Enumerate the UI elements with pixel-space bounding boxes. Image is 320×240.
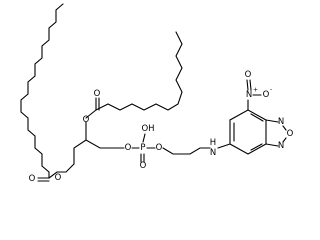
atom-p: P (140, 143, 145, 153)
atom-oh: OH (141, 124, 154, 134)
atom-o-ester-1: O (55, 173, 62, 183)
ethanolamine-linker (162, 147, 211, 155)
nh-to-ring (217, 143, 231, 149)
atom-o-ester-2: O (83, 115, 90, 125)
chemical-structure: O O O O O P OH O O N H N + O O - N O N (20, 3, 294, 184)
nitro-n-o-up-b (249, 79, 252, 91)
benzene-ring (229, 109, 267, 155)
atom-n-nitro: N (246, 90, 252, 100)
atom-o-carbonyl-1: O (29, 174, 36, 184)
atom-n-ring-bottom: N (278, 141, 284, 151)
benzene-double-2 (250, 113, 264, 122)
atom-n-ring-top: N (278, 117, 284, 127)
nitro-plus-charge: + (253, 87, 258, 94)
atom-o-ring: O (287, 129, 294, 139)
atom-o-nitro-right: O (263, 90, 270, 100)
atom-o-phosphate-double: O (140, 161, 147, 171)
ester-2-to-carbonyl (85, 109, 97, 119)
ester-linkage-1 (48, 163, 75, 179)
atom-o-phosphate-ester-2: O (156, 143, 163, 153)
benzene-double-3 (250, 143, 263, 151)
atom-o-phosphate-ester-1: O (125, 143, 132, 153)
p-to-oh (142, 133, 146, 143)
atom-n-amine: N (210, 148, 216, 158)
left-acyl-chain (20, 3, 64, 179)
nitro-n-o-up-a (246, 79, 249, 91)
oxadiazole-ring-top (265, 119, 279, 123)
glycerol-backbone (73, 139, 117, 165)
upper-acyl-chain (95, 31, 183, 111)
oxadiazole-n-o-1 (282, 125, 287, 131)
atom-o-nitro-up: O (245, 70, 252, 80)
atom-o-carbonyl-2: O (94, 89, 101, 99)
atom-h-amine: H (210, 138, 216, 148)
nitro-minus-charge: - (270, 87, 272, 94)
oxadiazole-ring-bottom (265, 143, 279, 147)
oxadiazole-n-o-2 (282, 137, 287, 143)
